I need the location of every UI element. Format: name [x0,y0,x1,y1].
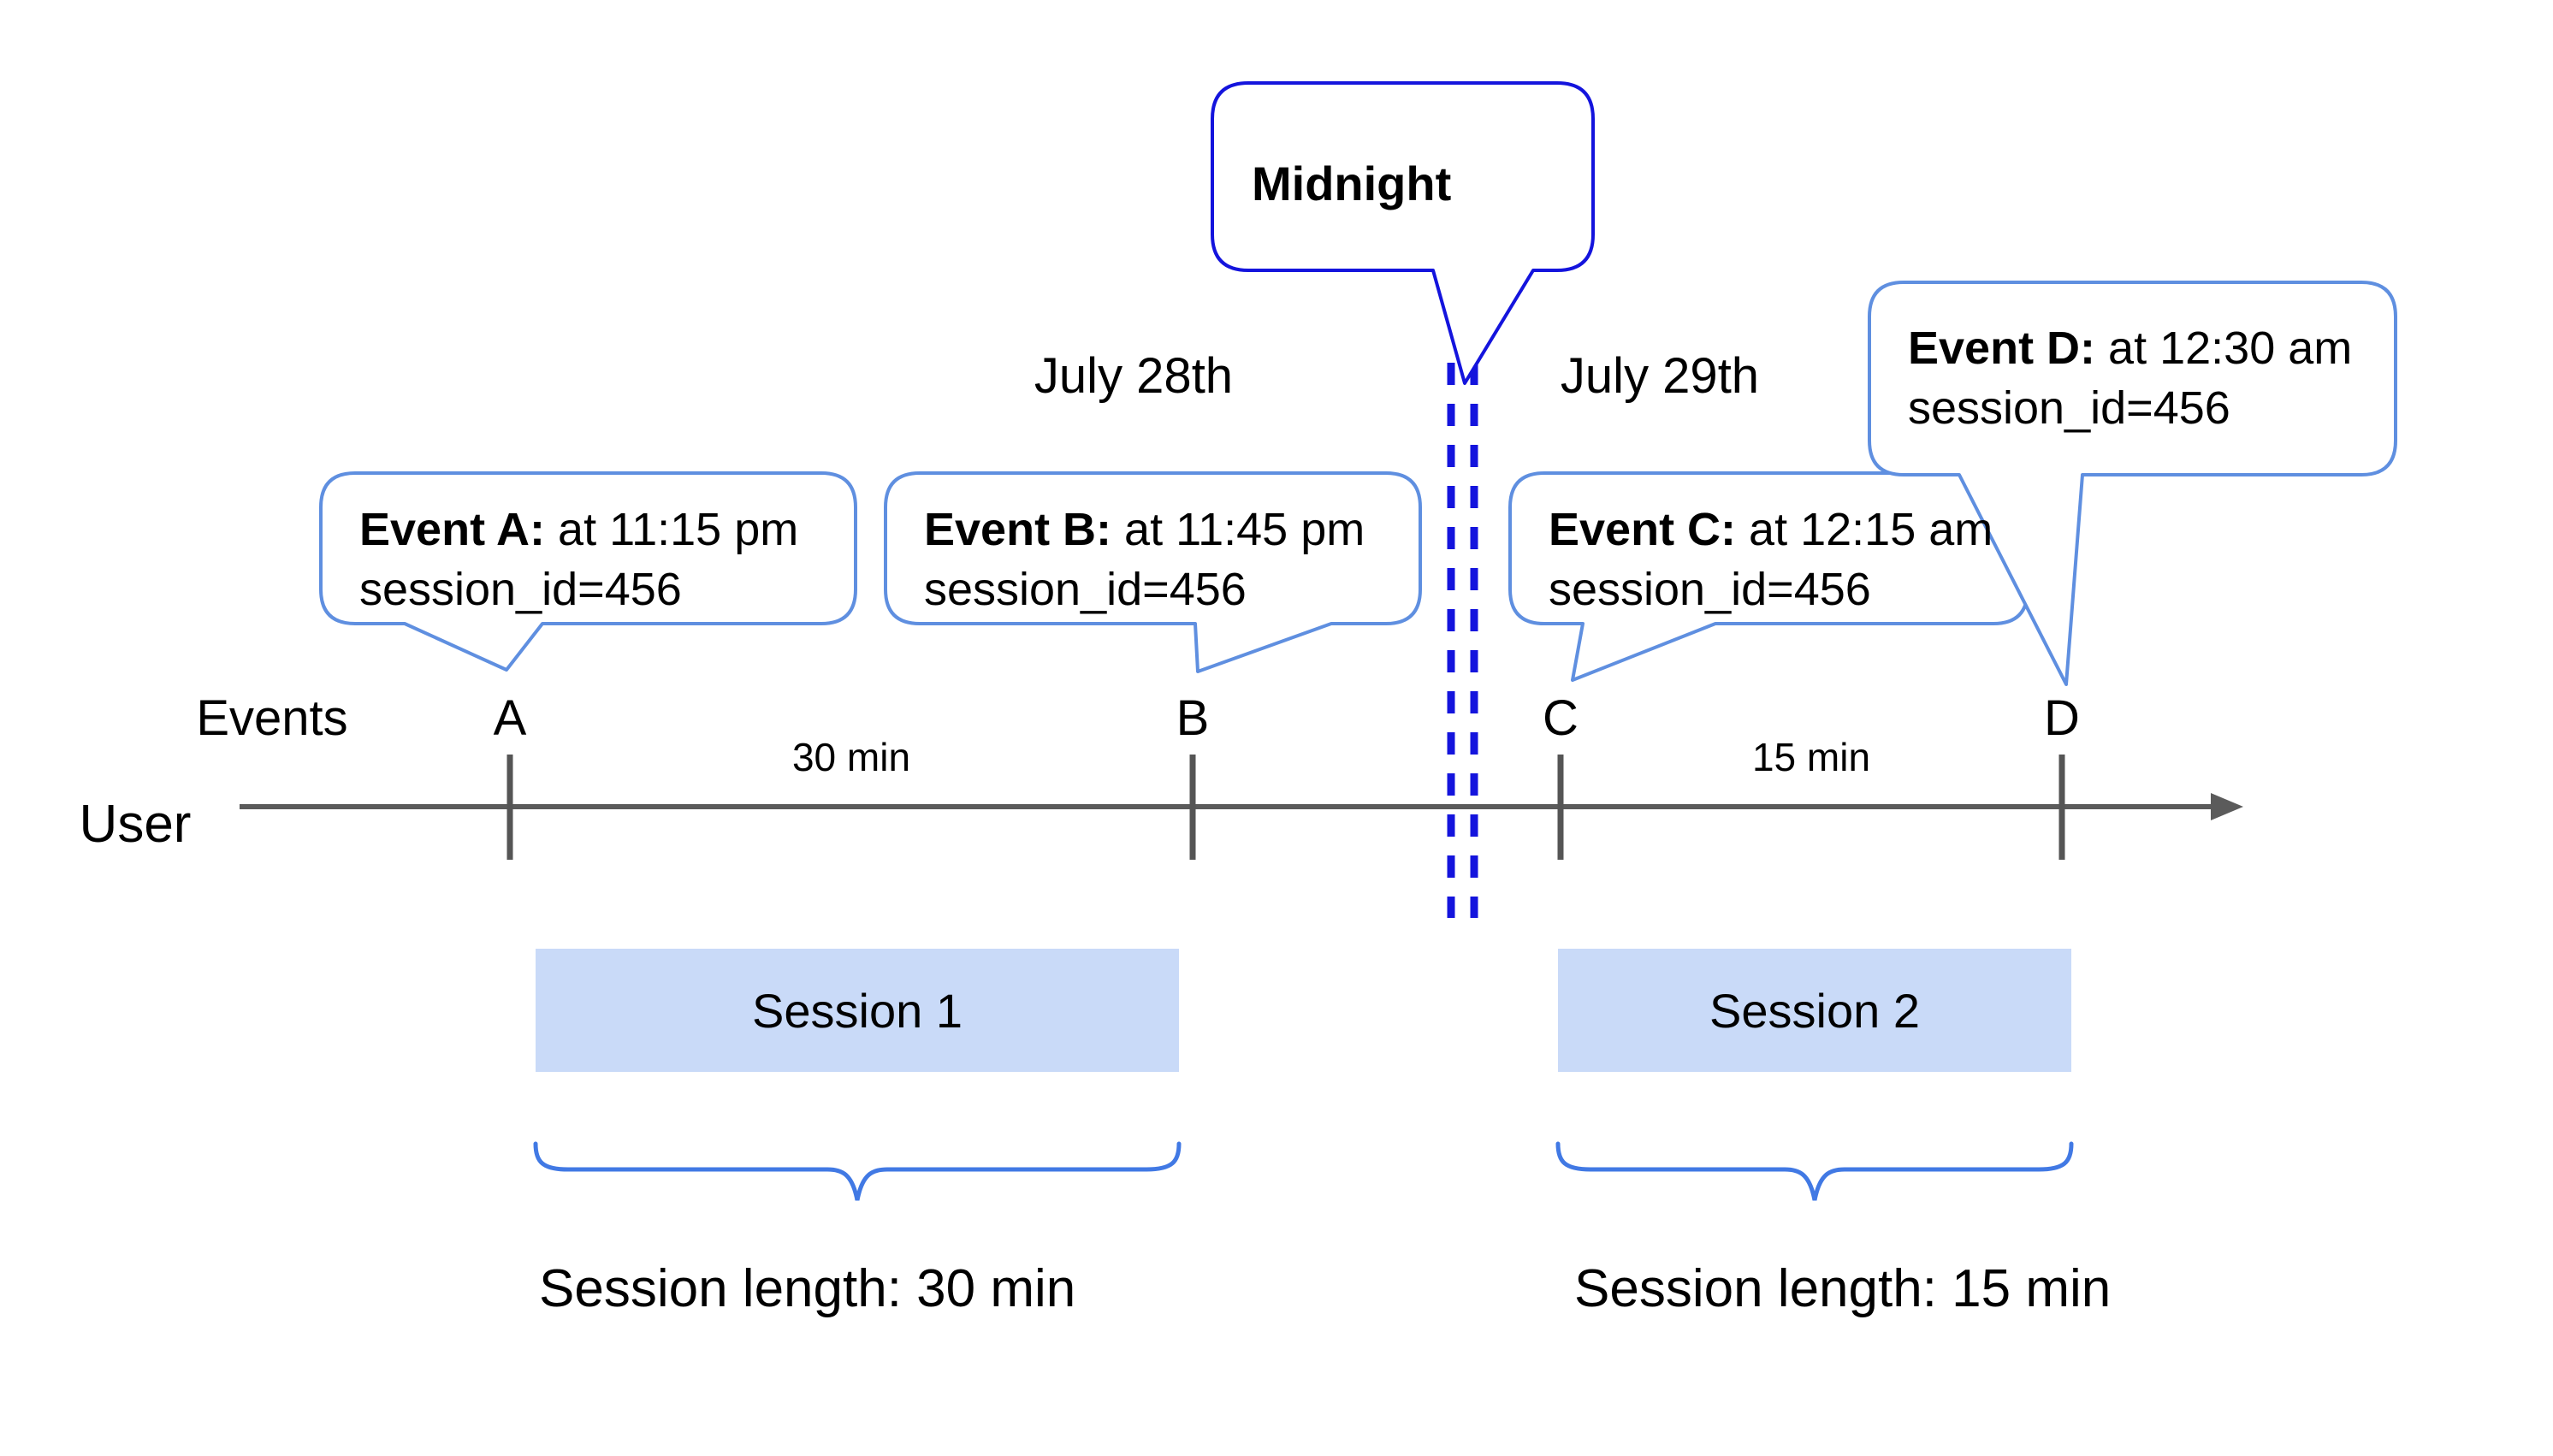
event-d-callout-line1: Event D: at 12:30 am [1908,318,2352,378]
session-2-length-label: Session length: 15 min [1574,1259,2112,1318]
event-d-callout-bubble [1868,281,2397,686]
session-1-brace [533,1141,1182,1201]
gap-label-15-min: 15 min [1751,735,1871,779]
events-axis-label: Events [196,690,348,746]
session-2-label: Session 2 [1709,983,1920,1038]
event-b-callout-text: Event B: at 11:45 pm session_id=456 [924,500,1365,619]
midnight-callout-bubble [1211,81,1595,385]
event-a-callout-text: Event A: at 11:15 pm session_id=456 [359,500,798,619]
date-label-july-28: July 28th [1034,348,1234,404]
event-letter-b: B [1176,690,1210,746]
event-b-callout-time: at 11:45 pm [1111,504,1365,555]
event-a-callout-line1: Event A: at 11:15 pm [359,500,798,559]
event-b-callout-session-id: session_id=456 [924,564,1247,615]
event-a-callout-bubble [319,471,857,672]
event-d-callout-title: Event D: [1908,323,2096,374]
event-d-callout-text: Event D: at 12:30 am session_id=456 [1908,318,2352,438]
session-2-box: Session 2 [1558,949,2071,1072]
midnight-label: Midnight [1252,157,1452,210]
event-letter-a: A [493,690,527,746]
user-axis-label: User [79,795,192,854]
event-c-callout-text: Event C: at 12:15 am session_id=456 [1549,500,1993,619]
date-label-july-29: July 29th [1560,348,1760,404]
session-2-brace [1555,1141,2074,1201]
session-1-label: Session 1 [752,983,963,1038]
event-b-callout-bubble [884,471,1422,673]
event-a-callout-title: Event A: [359,504,546,555]
event-c-callout-line1: Event C: at 12:15 am [1549,500,1993,559]
event-d-callout-session-id: session_id=456 [1908,382,2230,434]
event-a-callout-time: at 11:15 pm [545,504,799,555]
session-1-box: Session 1 [536,949,1179,1072]
event-d-callout-time: at 12:30 am [2095,323,2353,374]
gap-label-30-min: 30 min [791,735,911,779]
session-1-length-label: Session length: 30 min [539,1259,1076,1318]
event-c-callout-session-id: session_id=456 [1549,564,1871,615]
event-letter-c: C [1543,690,1579,746]
event-a-callout-session-id: session_id=456 [359,564,682,615]
event-b-callout-title: Event B: [924,504,1112,555]
event-c-callout-title: Event C: [1549,504,1737,555]
timeline-arrowhead-icon [2211,793,2243,820]
event-letter-d: D [2044,690,2080,746]
event-c-callout-time: at 12:15 am [1736,504,1993,555]
event-b-callout-line1: Event B: at 11:45 pm [924,500,1365,559]
